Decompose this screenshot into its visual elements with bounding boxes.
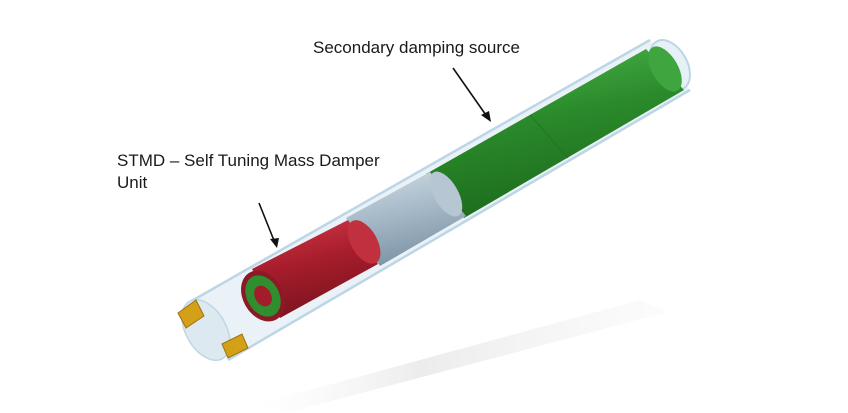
cutter-head [177,298,249,362]
arrow-stmd [258,202,276,244]
arrow-secondary [452,67,489,119]
stmd-unit [241,220,381,322]
secondary-damper [426,46,684,218]
stmd-label-line2: Unit [117,173,148,192]
stmd-label-line1: STMD – Self Tuning Mass Damper [117,151,380,170]
insert-bottom [221,333,249,359]
floor-shadow [255,300,668,412]
secondary-damping-label: Secondary damping source [313,38,520,57]
stmd-label: STMD – Self Tuning Mass Damper Unit [117,150,380,194]
insert-top [177,299,205,329]
